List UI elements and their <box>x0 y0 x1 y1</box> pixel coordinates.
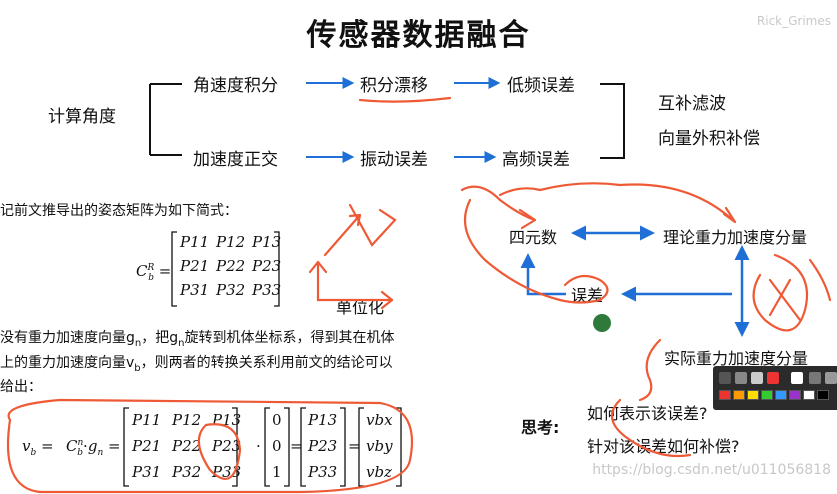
flow-error: 误差 <box>571 286 604 305</box>
method-bracket <box>600 83 625 159</box>
eq-v-cell: vbx <box>366 411 393 429</box>
node-low-freq-error: 低频误差 <box>507 76 575 96</box>
matrix-label: CRb = <box>136 262 172 283</box>
flow-theoretical-gravity: 理论重力加速度分量 <box>663 228 808 247</box>
eq-g-cell: 0 <box>272 411 282 429</box>
eq-p-cell: P33 <box>308 463 338 481</box>
eq-v-cell: vby <box>366 437 393 455</box>
text-line1: 记前文推导出的姿态矩阵为如下简式： <box>0 203 238 219</box>
swatch-orange[interactable] <box>733 390 745 400</box>
eq-mat-cell: P33 <box>212 463 242 481</box>
select-tool-icon[interactable] <box>735 372 747 384</box>
eq-mat-cell: P12 <box>172 411 202 429</box>
matrix-cell: P33 <box>252 281 282 299</box>
matrix-cell: P12 <box>216 233 246 251</box>
clear-icon[interactable] <box>825 372 837 384</box>
eq-dot: · <box>256 437 261 455</box>
matrix-cell: P22 <box>216 257 246 275</box>
swatch-green[interactable] <box>761 390 773 400</box>
paragraph-line1: 没有重力加速度向量gn，把gn旋转到机体坐标系，得到其在机体 <box>0 330 395 349</box>
root-bracket <box>149 83 182 156</box>
handwritten-normalize: 单位化 <box>336 298 385 317</box>
watermark-top: Rick_Grimes <box>756 14 831 28</box>
swatch-blue[interactable] <box>775 390 787 400</box>
eq-mat-cell: P11 <box>132 411 162 429</box>
node-integral-drift: 积分漂移 <box>360 76 428 96</box>
node-accel-orthogonal: 加速度正交 <box>193 150 278 170</box>
matrix-cell: P23 <box>252 257 282 275</box>
eq-mat-cell: P21 <box>132 437 162 455</box>
eq-p-cell: P13 <box>308 411 338 429</box>
annotation-toolbar[interactable] <box>713 366 837 410</box>
method-cross-product: 向量外积补偿 <box>658 129 760 149</box>
eq-mat-cell: P31 <box>132 463 162 481</box>
root-node: 计算角度 <box>48 107 116 127</box>
matrix-cell: P32 <box>216 281 246 299</box>
matrix-cell: P31 <box>180 281 210 299</box>
eq-lhs: vb = <box>22 437 54 458</box>
method-complementary-filter: 互补滤波 <box>658 94 726 114</box>
eq-mat-cell: P22 <box>172 437 202 455</box>
think-question-2: 针对该误差如何补偿? <box>587 437 740 456</box>
think-label: 思考: <box>521 418 560 437</box>
cursor-dot <box>593 314 611 332</box>
paragraph-line3: 给出： <box>0 379 42 395</box>
matrix-left: P11 P12 P13 P21 P22 P23 P31 P32 P33 <box>172 233 282 305</box>
watermark-bottom: https://blog.csdn.net/u011056818 <box>592 462 831 478</box>
matrix-cell: P13 <box>252 233 282 251</box>
think-question-1: 如何表示该误差? <box>587 404 708 423</box>
swatch-yellow[interactable] <box>747 390 759 400</box>
right-flow-arrows <box>520 225 750 337</box>
eq-mat-cell: P23 <box>212 437 242 455</box>
eraser-icon[interactable] <box>809 372 821 384</box>
eq-equals-2: = <box>290 437 303 455</box>
page-title: 传感器数据融合 <box>306 18 531 53</box>
shape-tool-icon[interactable] <box>751 372 763 384</box>
matrix-cell: P11 <box>180 233 210 251</box>
eq-c: Cnb·gn = <box>66 437 121 458</box>
matrix-cell: P21 <box>180 257 210 275</box>
node-vibration-error: 振动误差 <box>360 150 428 170</box>
swatch-white[interactable] <box>803 390 815 400</box>
eq-p-cell: P23 <box>308 437 338 455</box>
swatch-purple[interactable] <box>789 390 801 400</box>
eq-v-cell: vbz <box>366 463 392 481</box>
eq-mat-cell: P13 <box>212 411 242 429</box>
swatch-black[interactable] <box>817 390 829 400</box>
flow-actual-gravity: 实际重力加速度分量 <box>664 349 809 368</box>
bottom-equation: vb = Cnb·gn = P11 P12 P13 P21 P22 P23 P3… <box>14 405 414 491</box>
node-high-freq-error: 高频误差 <box>502 150 570 170</box>
node-gyro-integral: 角速度积分 <box>193 76 278 96</box>
color-picker-icon[interactable] <box>767 372 779 384</box>
flow-quaternion: 四元数 <box>509 228 558 247</box>
pen-tool-icon[interactable] <box>719 372 731 384</box>
eq-g-cell: 1 <box>272 463 282 481</box>
eq-mat-cell: P32 <box>172 463 202 481</box>
eq-g-cell: 0 <box>272 437 282 455</box>
highlighter-icon[interactable] <box>791 372 803 384</box>
eq-equals-3: = <box>348 437 361 455</box>
paragraph-line2: 上的重力加速度向量vb，则两者的转换关系利用前文的结论可以 <box>0 355 393 374</box>
swatch-red[interactable] <box>719 390 731 400</box>
